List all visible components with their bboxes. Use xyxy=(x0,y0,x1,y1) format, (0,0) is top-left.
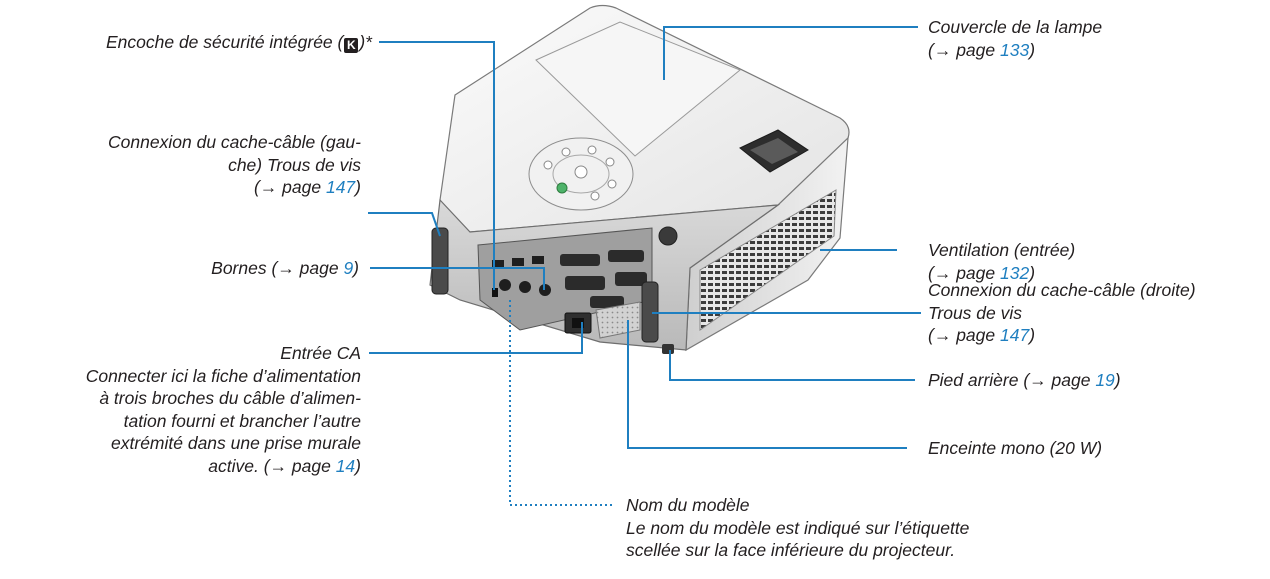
label-cable-cover-left: Connexion du cache-câble (gau- che) Trou… xyxy=(108,132,361,197)
leader-lamp-cover xyxy=(663,26,918,80)
leader-lines xyxy=(368,26,921,506)
leader-rear-foot xyxy=(669,350,915,381)
cable-cover-left xyxy=(431,227,449,295)
page-link-133[interactable]: 133 xyxy=(999,39,1030,60)
leader-model-name xyxy=(509,300,612,506)
label-terminals: Bornes (→ page 9) xyxy=(211,258,359,278)
label-rear-foot: Pied arrière (→ page 19) xyxy=(928,370,1121,390)
rear-foot xyxy=(662,344,674,354)
lamp-cover xyxy=(535,21,741,157)
page-link-147-left[interactable]: 147 xyxy=(325,177,356,197)
kensington-lock-icon: K xyxy=(344,38,359,53)
ventilation-grill xyxy=(699,189,837,331)
page-link-14[interactable]: 14 xyxy=(335,455,356,476)
projector-body xyxy=(429,4,850,354)
power-button xyxy=(658,226,678,246)
leader-cable-left xyxy=(368,212,441,237)
page-link-147-right[interactable]: 147 xyxy=(999,325,1030,345)
leader-ac-input xyxy=(369,322,583,354)
label-cable-cover-right: Connexion du cache-câble (droite) Trous … xyxy=(928,280,1196,345)
label-speaker: Enceinte mono (20 W) xyxy=(928,438,1103,458)
page-link-132[interactable]: 132 xyxy=(999,262,1030,283)
label-ventilation: Ventilation (entrée) (→ page 132) xyxy=(928,240,1076,283)
label-model-name: Nom du modèle Le nom du modèle est indiq… xyxy=(626,495,970,560)
page-link-19[interactable]: 19 xyxy=(1095,370,1115,390)
label-security-slot: Encoche de sécurité intégrée (K)* xyxy=(105,32,372,53)
page-link-9[interactable]: 9 xyxy=(343,258,354,278)
leader-security xyxy=(379,41,495,290)
leader-terminals xyxy=(370,267,545,290)
leader-speaker xyxy=(627,320,907,449)
label-lamp-cover: Couvercle de la lampe (→ page 133) xyxy=(928,17,1103,60)
label-ac-input: Entrée CA Connecter ici la fiche d’alime… xyxy=(85,343,361,476)
security-slot xyxy=(492,288,498,297)
